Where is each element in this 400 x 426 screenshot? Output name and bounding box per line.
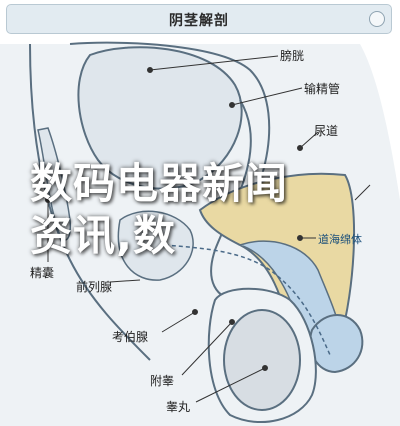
vas-deferens: [210, 99, 252, 301]
label-testis: 睾丸: [166, 400, 191, 414]
glans: [309, 314, 364, 374]
leader-dot-seminal: [45, 197, 51, 203]
leader-dot-cowper: [192, 309, 198, 315]
leader-prostate: [109, 279, 141, 283]
leader-cowper: [161, 311, 196, 333]
title-bar: 阴茎解剖: [6, 4, 392, 34]
label-prostate: 前列腺: [76, 280, 113, 294]
abdominal-curve: [69, 41, 271, 176]
label-seminal-vesicle: 精囊: [30, 266, 55, 280]
leader-dot-urethra: [297, 145, 303, 151]
leader-dot-spongiosum: [297, 235, 303, 241]
figure-title: 阴茎解剖: [169, 13, 229, 29]
watermark-line-2: 资讯,数: [30, 211, 176, 260]
seminal-vesicle: [37, 127, 72, 241]
leader-testis: [195, 367, 266, 403]
label-epididymis: 附睾: [150, 374, 175, 388]
watermark-overlay: 数码电器新闻 资讯,数: [30, 158, 390, 262]
testis: [223, 309, 301, 411]
label-bladder: 膀胱: [280, 49, 305, 63]
label-cowper-gland: 考伯腺: [112, 330, 149, 344]
leader-epididymis: [181, 321, 233, 376]
label-vas-deferens: 输精管: [304, 82, 341, 96]
leader-dot-epididymis: [229, 319, 235, 325]
prostate: [117, 210, 194, 281]
pelvis-outline: [29, 43, 151, 361]
leader-dot-testis: [262, 365, 268, 371]
leader-vas: [231, 87, 303, 106]
leader-bladder: [149, 55, 279, 71]
close-icon[interactable]: [369, 11, 385, 27]
bladder: [77, 46, 243, 190]
leader-dot-vas: [229, 102, 235, 108]
label-urethra: 尿道: [314, 124, 339, 138]
leader-cavernosum: [354, 184, 371, 201]
leader-dot-bladder: [147, 67, 153, 73]
watermark-line-1: 数码电器新闻: [30, 159, 289, 208]
leader-urethra: [299, 131, 319, 149]
leader-lines: [45, 55, 371, 403]
label-urethral-sponge: 道海绵体: [318, 233, 362, 246]
